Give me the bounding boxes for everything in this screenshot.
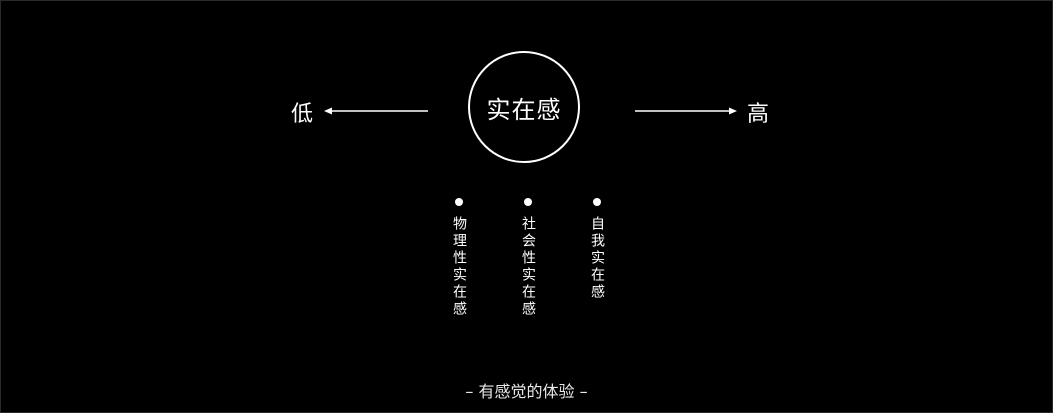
left-arrow xyxy=(324,107,428,115)
right-arrow xyxy=(635,107,737,115)
column-label: 物理性实在感 xyxy=(451,216,467,318)
bullet-dot xyxy=(524,198,532,206)
bullet-dot xyxy=(455,198,463,206)
column-self: 自我实在感 xyxy=(587,198,607,301)
footer-caption: – 有感觉的体验 – xyxy=(465,382,588,401)
column-label: 社会性实在感 xyxy=(520,216,536,318)
center-label: 实在感 xyxy=(486,95,562,124)
column-physical: 物理性实在感 xyxy=(449,198,469,318)
low-label: 低 xyxy=(291,102,314,127)
bullet-dot xyxy=(593,198,601,206)
center-circle: 实在感 xyxy=(468,51,580,163)
column-social: 社会性实在感 xyxy=(518,198,538,318)
column-label: 自我实在感 xyxy=(589,216,605,301)
high-label: 高 xyxy=(747,102,770,127)
